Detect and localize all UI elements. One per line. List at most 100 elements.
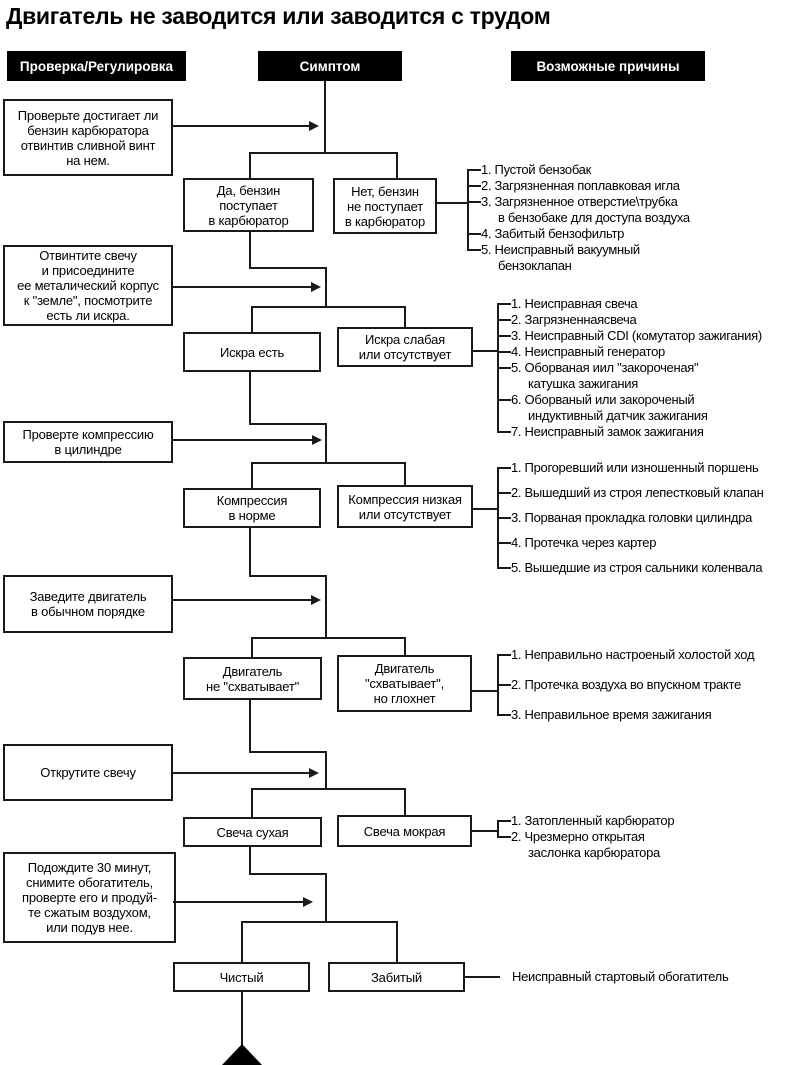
connector: [325, 873, 327, 923]
connector: [249, 846, 251, 875]
causes-group-3: 1. Прогоревший или изношенный поршень 2.…: [497, 460, 764, 585]
cause-item: 1. Неисправная свеча: [497, 296, 762, 312]
connector: [251, 637, 406, 639]
symptom-box-5-right: Свеча мокрая: [337, 815, 472, 847]
connector: [251, 788, 253, 817]
connector: [249, 152, 398, 154]
cause-item: 3. Загрязненное отверстие\трубка в бензо…: [467, 194, 690, 225]
connector: [404, 637, 406, 655]
arrow-head-icon: [311, 595, 321, 605]
connector: [325, 423, 327, 464]
cause-item: 7. Неисправный замок зажигания: [497, 424, 762, 440]
connector: [249, 751, 327, 753]
arrow-line-5: [173, 772, 309, 774]
column-header-symptom: Симптом: [258, 51, 402, 81]
cause-item: 3. Неисправный CDI (комутатор зажигания): [497, 328, 762, 343]
cause-stub: [472, 690, 497, 692]
cause-item: 4. Забитый бензофильтр: [467, 226, 690, 242]
cause-item: 5. Оборваная иил "закороченая" катушка з…: [497, 360, 762, 392]
connector: [325, 267, 327, 308]
cause-stub: [473, 350, 497, 352]
arrow-line-4: [173, 599, 311, 601]
connector: [251, 306, 406, 308]
causes-group-1: 1. Пустой бензобак 2. Загрязненная попла…: [467, 162, 690, 274]
connector: [325, 575, 327, 639]
symptom-box-2-right: Искра слабая или отсутствует: [337, 327, 473, 367]
connector: [404, 306, 406, 327]
connector: [396, 921, 398, 962]
causes-group-4: 1. Неправильно настроеный холостой ход 2…: [496, 647, 755, 737]
cause-item: 1. Прогоревший или изношенный поршень: [497, 460, 764, 476]
connector: [241, 921, 398, 923]
page-title: Двигатель не заводится или заводится с т…: [6, 3, 551, 29]
connector: [249, 699, 251, 753]
cause-item: 1. Неправильно настроеный холостой ход: [496, 647, 755, 662]
connector: [249, 575, 327, 577]
cause-stub: [472, 830, 497, 832]
arrow-line-2: [173, 286, 311, 288]
cause-item: 5. Вышедшие из строя сальники коленвала: [497, 560, 763, 575]
connector: [249, 231, 251, 269]
causes-group-2: 1. Неисправная свеча 2. Загрязненнаясвеч…: [497, 296, 762, 440]
cause-item: 2. Загрязненная поплавковая игла: [467, 178, 690, 194]
arrow-head-icon: [309, 121, 319, 131]
cause-item: 5. Неисправный вакуумный бензоклапан: [467, 242, 690, 274]
cause-item: 3. Неправильное время зажигания: [496, 707, 754, 723]
connector: [249, 423, 327, 425]
check-box-6: Подождите 30 минут, снимите обогатитель,…: [3, 852, 176, 943]
connector: [251, 788, 406, 790]
connector: [251, 462, 253, 488]
connector: [396, 152, 398, 178]
arrow-line-6: [173, 901, 303, 903]
connector: [249, 873, 327, 875]
arrow-line-3: [173, 439, 312, 441]
symptom-box-1-right: Нет, бензин не поступает в карбюратор: [333, 178, 437, 234]
arrow-head-icon: [309, 768, 319, 778]
cause-item: 4. Протечка через картер: [497, 535, 764, 551]
cause-stub: [437, 202, 467, 204]
connector: [404, 788, 406, 815]
cause-item: 2. Чрезмерно открытая заслонка карбюрато…: [496, 829, 674, 861]
cause-item: 1. Пустой бензобак: [467, 162, 690, 178]
causes-group-5: 1. Затопленный карбюратор 2. Чрезмерно о…: [496, 813, 675, 861]
arrow-line-1: [173, 125, 309, 127]
symptom-box-2-left: Искра есть: [183, 332, 321, 372]
cause-item: 4. Неисправный генератор: [497, 344, 762, 360]
symptom-box-6-right: Забитый: [328, 962, 465, 992]
arrow-head-icon: [312, 435, 322, 445]
connector: [241, 921, 243, 962]
cause-item: 2. Вышедший из строя лепестковый клапан: [497, 485, 764, 500]
cause-item: Неисправный стартовый обогатитель: [512, 969, 729, 984]
symptom-box-4-right: Двигатель "схватывает", но глохнет: [337, 655, 472, 712]
connector: [325, 751, 327, 790]
column-header-causes: Возможные причины: [511, 51, 705, 81]
connector: [241, 991, 243, 1046]
check-box-1: Проверьте достигает ли бензин карбюратор…: [3, 99, 173, 176]
check-box-2: Отвинтите свечу и присоедините ее метали…: [3, 245, 173, 326]
arrow-head-icon: [311, 282, 321, 292]
symptom-box-1-left: Да, бензин поступает в карбюратор: [183, 178, 314, 232]
connector: [249, 371, 251, 425]
cause-stub: [473, 508, 497, 510]
check-box-3: Проверте компрессию в цилиндре: [3, 421, 173, 463]
cause-item: 3. Порваная прокладка головки цилиндра: [497, 510, 764, 526]
symptom-box-4-left: Двигатель не "схватывает": [183, 657, 322, 700]
check-box-5: Открутите свечу: [3, 744, 173, 801]
cause-item: 1. Затопленный карбюратор: [496, 813, 675, 828]
symptom-box-5-left: Свеча сухая: [183, 817, 322, 847]
symptom-box-3-right: Компрессия низкая или отсутствует: [337, 485, 473, 528]
cause-item: 2. Загрязненнаясвеча: [497, 312, 762, 328]
continuation-triangle-icon: [222, 1044, 262, 1065]
symptom-box-3-left: Компрессия в норме: [183, 488, 321, 528]
cause-bracket: [467, 169, 469, 251]
connector: [324, 81, 326, 153]
connector: [251, 462, 406, 464]
cause-bracket: [497, 820, 499, 838]
symptom-box-6-left: Чистый: [173, 962, 310, 992]
connector: [404, 462, 406, 485]
causes-group-6: Неисправный стартовый обогатитель: [512, 969, 729, 985]
connector: [251, 306, 253, 332]
arrow-head-icon: [303, 897, 313, 907]
cause-item: 6. Оборваный или закороченый индуктивный…: [497, 392, 762, 424]
